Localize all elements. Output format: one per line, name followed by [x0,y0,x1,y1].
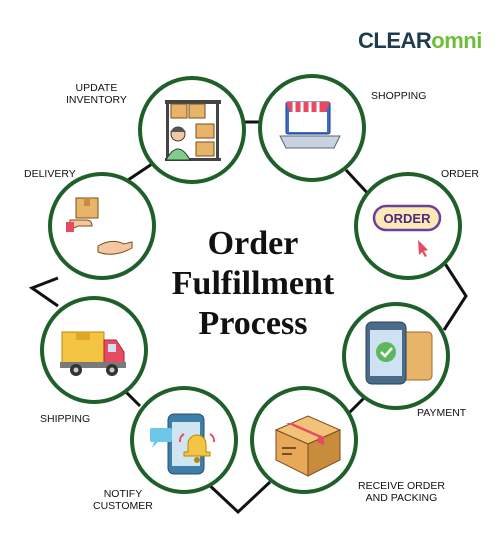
connector-shipping-delivery [28,276,59,308]
step-circle-order: ORDER [354,172,462,280]
label-order: ORDER [441,168,479,180]
label-shipping: SHIPPING [40,413,91,425]
connector-delivery-update [127,162,153,182]
connector-receive-notify [204,480,272,515]
laptop-store-icon [279,101,341,149]
mobile-payment-icon [365,321,433,385]
label-shopping: SHOPPING [371,90,427,102]
label-delivery: DELIVERY [24,168,76,180]
hand-delivery-icon [66,197,133,255]
step-circle-update-inventory [138,76,246,184]
step-circle-notify-customer [130,386,238,494]
label-payment: PAYMENT [417,407,467,419]
warehouse-worker-icon [165,100,221,161]
diagram-title: Order Fulfillment Process [171,225,335,342]
step-circle-shipping [40,296,148,404]
step-circle-shopping [258,74,366,182]
step-circle-receive-order [250,386,358,494]
step-circle-delivery [48,172,156,280]
phone-notification-icon [150,413,216,475]
connector-order-payment [442,261,468,331]
svg-text:ORDER: ORDER [384,211,432,226]
package-box-icon [274,415,342,477]
order-button-icon: ORDER [372,204,442,257]
delivery-truck-icon [60,331,126,376]
clearomni-logo: CLEARomni [358,28,482,53]
step-circle-payment [342,302,450,410]
